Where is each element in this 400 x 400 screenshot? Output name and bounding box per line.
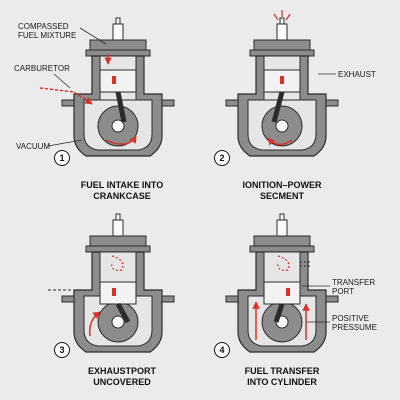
engine-panel-1	[39, 17, 175, 157]
label-fuel-mixture: COMPASSED FUEL MIXTURE	[18, 22, 77, 40]
step-number-1: 1	[54, 150, 70, 166]
label-carburetor: CARBURETOR	[14, 64, 70, 73]
step-number-4: 4	[214, 342, 230, 358]
label-positive-pressure: POSITIVE PRESSUME	[332, 314, 377, 332]
caption-2: IONITION–POWER SECMENT	[242, 180, 322, 201]
engine-panel-3	[48, 213, 175, 353]
leader-carburetor	[53, 73, 71, 89]
caption-1: FUEL INTAKE INTO CRANKCASE	[80, 180, 164, 201]
step-number-3: 3	[54, 342, 70, 358]
label-exhaust: EXHAUST	[338, 70, 376, 79]
engine-panel-4	[225, 213, 339, 353]
engine-panel-2	[225, 10, 339, 157]
step-number-2: 2	[214, 150, 230, 166]
leader-fuel-mixture	[79, 27, 107, 45]
label-vacuum: VACUUM	[16, 142, 51, 151]
leader-vacuum	[47, 139, 83, 147]
caption-3: EXHAUSTPORT UNCOVERED	[87, 366, 156, 387]
caption-4: FUEL TRANSFER INTO CYLINDER	[244, 366, 320, 387]
label-transfer-port: TRANSFER PORT	[332, 278, 376, 296]
